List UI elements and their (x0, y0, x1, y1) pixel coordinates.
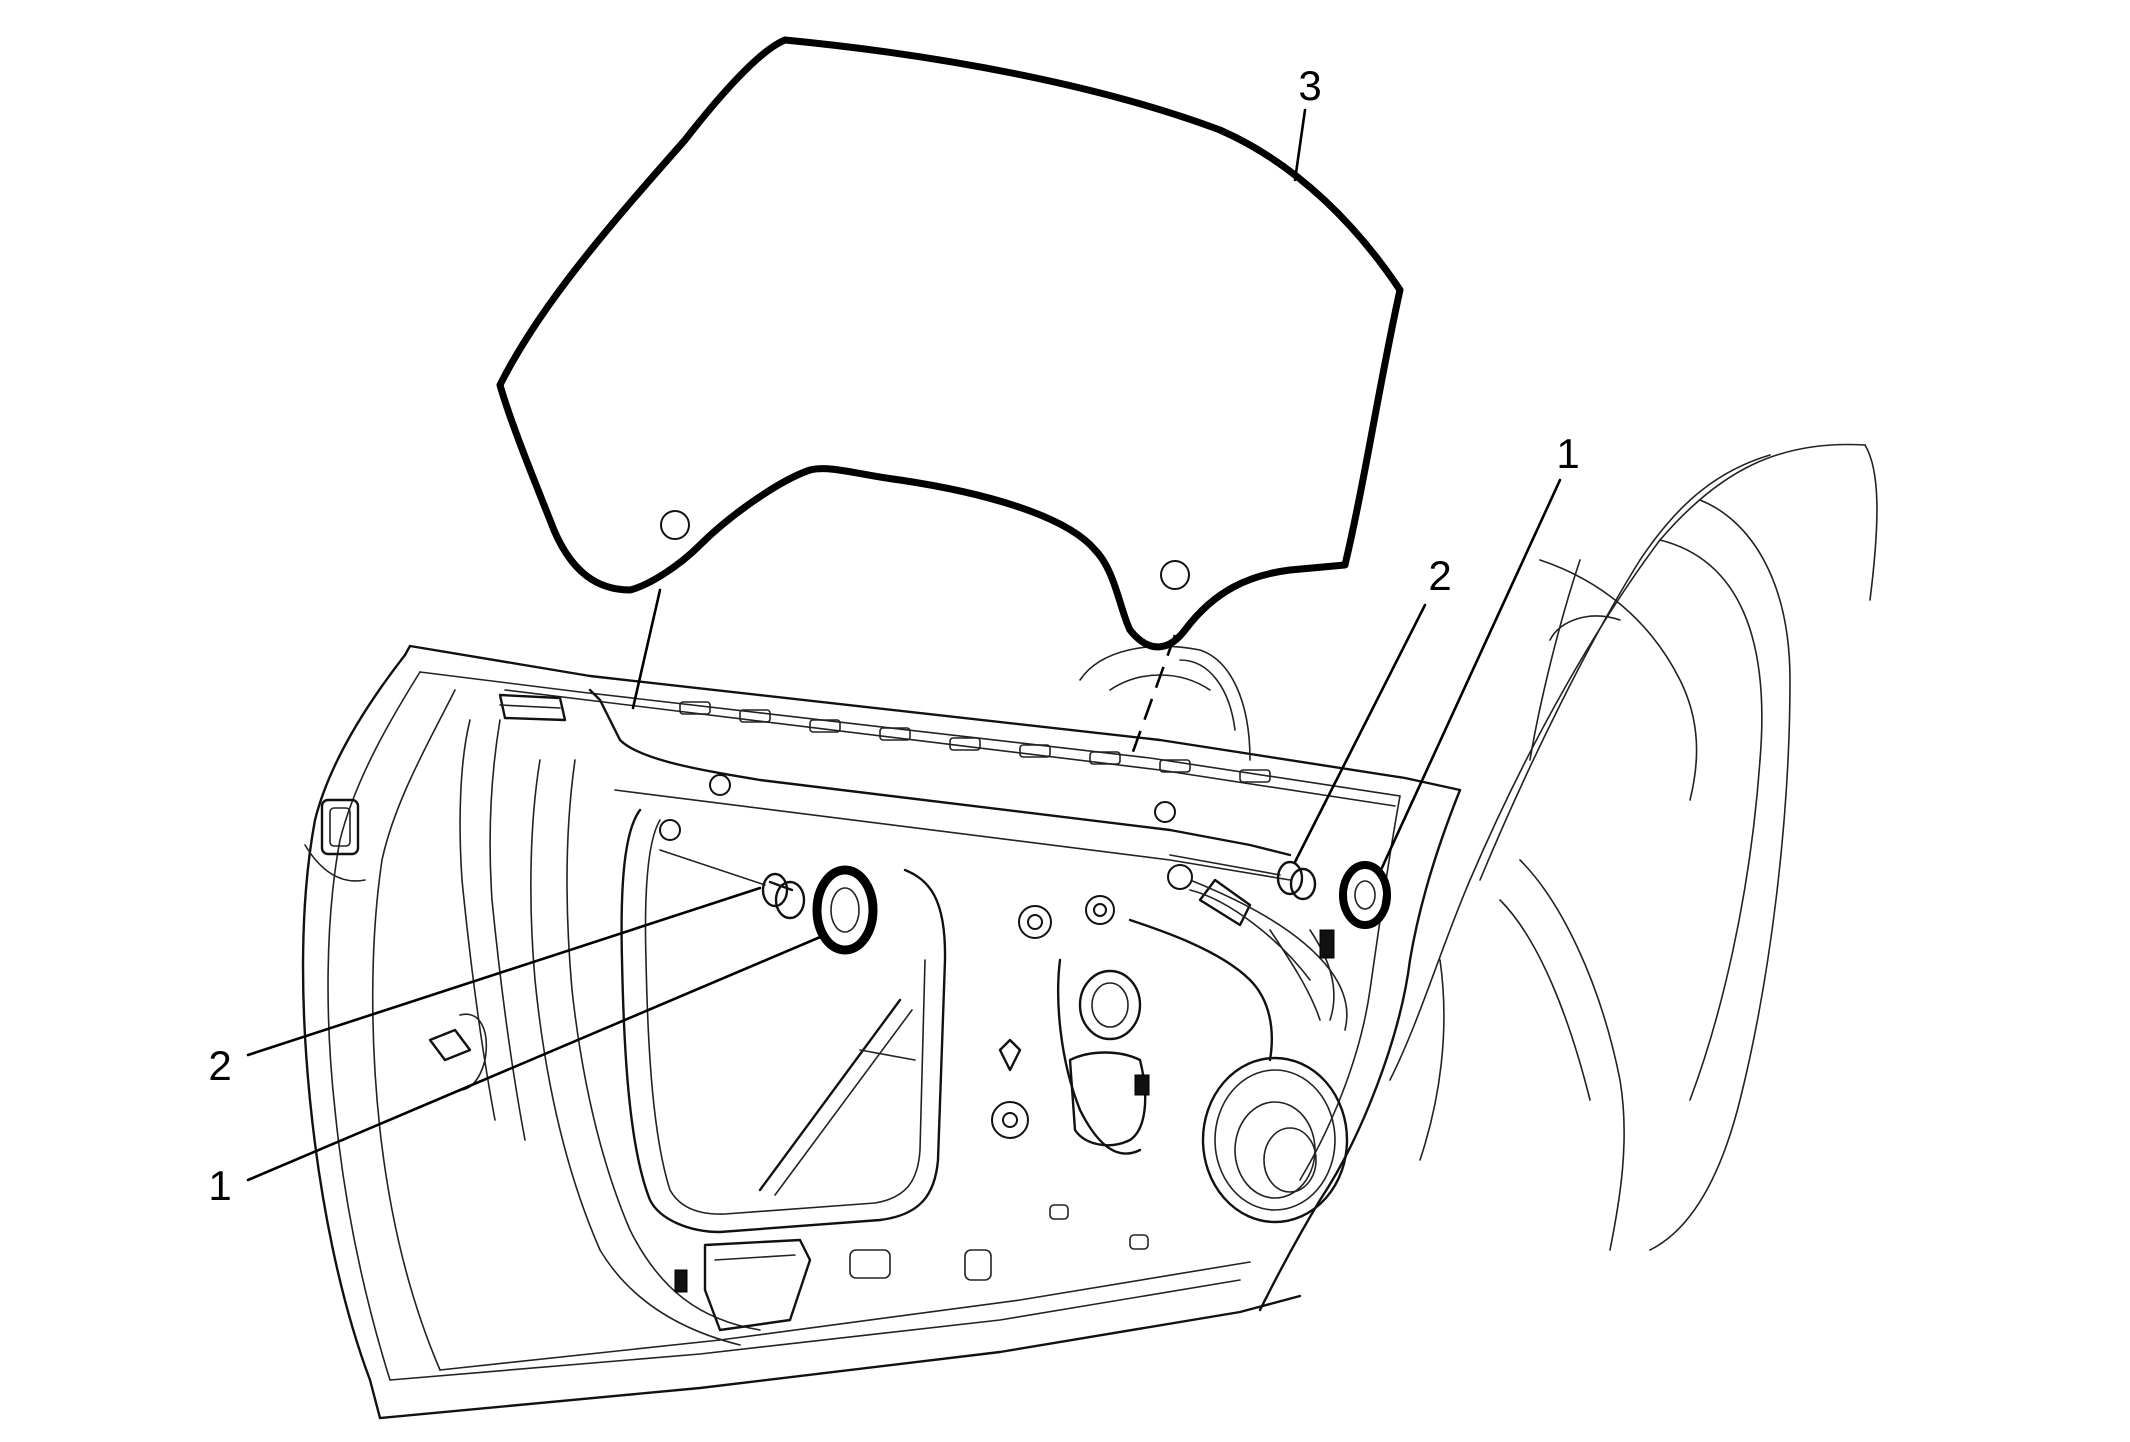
callout-1-seal-right: 1 (1556, 430, 1579, 477)
glass-alignment-line-rear (1128, 634, 1177, 761)
glass-hole-rear (1160, 560, 1190, 590)
callout-3-glass: 3 (1298, 62, 1321, 109)
seal-right (1339, 861, 1391, 929)
body-pillar-outline (1389, 443, 1878, 1251)
glass-hole-front (660, 510, 690, 540)
callout-leaders (246, 108, 1562, 1182)
door-window-glass (496, 36, 1404, 651)
callout-1-seal-left: 1 (208, 1162, 231, 1209)
glass-alignment-line-front (631, 588, 662, 710)
callout-2-fastener-left: 2 (208, 1042, 231, 1089)
door-outer-shell (301, 644, 1462, 1420)
fastener-right (1169, 854, 1317, 901)
fastener-left (659, 849, 806, 920)
seal-left (812, 865, 878, 955)
callout-2-fastener-right: 2 (1428, 552, 1451, 599)
door-inner-panel (498, 645, 1349, 1332)
